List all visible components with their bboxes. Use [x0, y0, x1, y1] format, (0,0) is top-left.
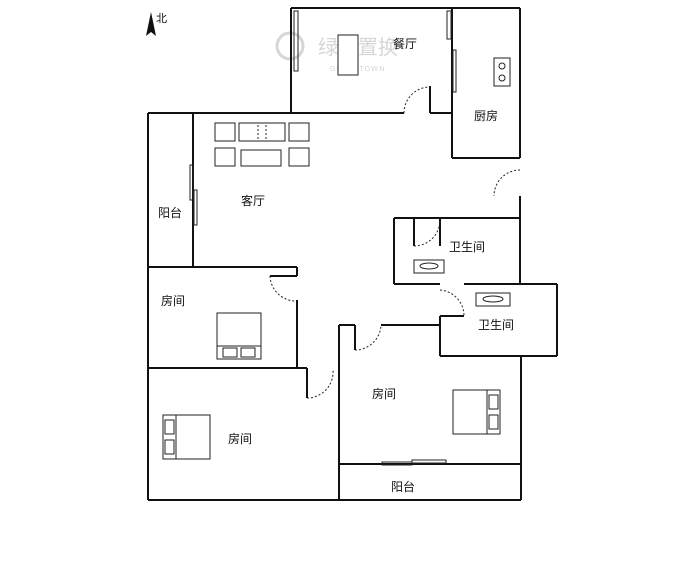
- room-label-bathroom-1: 卫生间: [449, 240, 485, 254]
- walls: [147, 7, 558, 501]
- bed-west: [216, 312, 262, 360]
- room-label-bedroom-west: 房间: [161, 293, 185, 308]
- room-label-bathroom-2: 卫生间: [478, 318, 514, 332]
- stove-icon: [493, 57, 511, 87]
- sink-icon: [475, 292, 511, 307]
- north-label: 北: [156, 12, 167, 25]
- north-arrow-icon: [146, 12, 156, 36]
- room-label-kitchen: 厨房: [474, 108, 498, 123]
- room-label-living: 客厅: [241, 193, 265, 208]
- doors: [269, 86, 521, 399]
- bed-east: [452, 389, 501, 435]
- bed-southwest: [162, 414, 211, 460]
- room-label-bedroom-east: 房间: [372, 386, 396, 401]
- dining-table: [337, 34, 359, 76]
- room-label-balcony-west: 阳台: [158, 205, 182, 220]
- room-label-dining: 餐厅: [393, 36, 417, 51]
- windows: [189, 10, 457, 466]
- room-label-balcony-south: 阳台: [391, 479, 415, 494]
- sink-icon: [413, 259, 445, 274]
- room-label-bedroom-southwest: 房间: [228, 431, 252, 446]
- sofa-set: [214, 122, 310, 167]
